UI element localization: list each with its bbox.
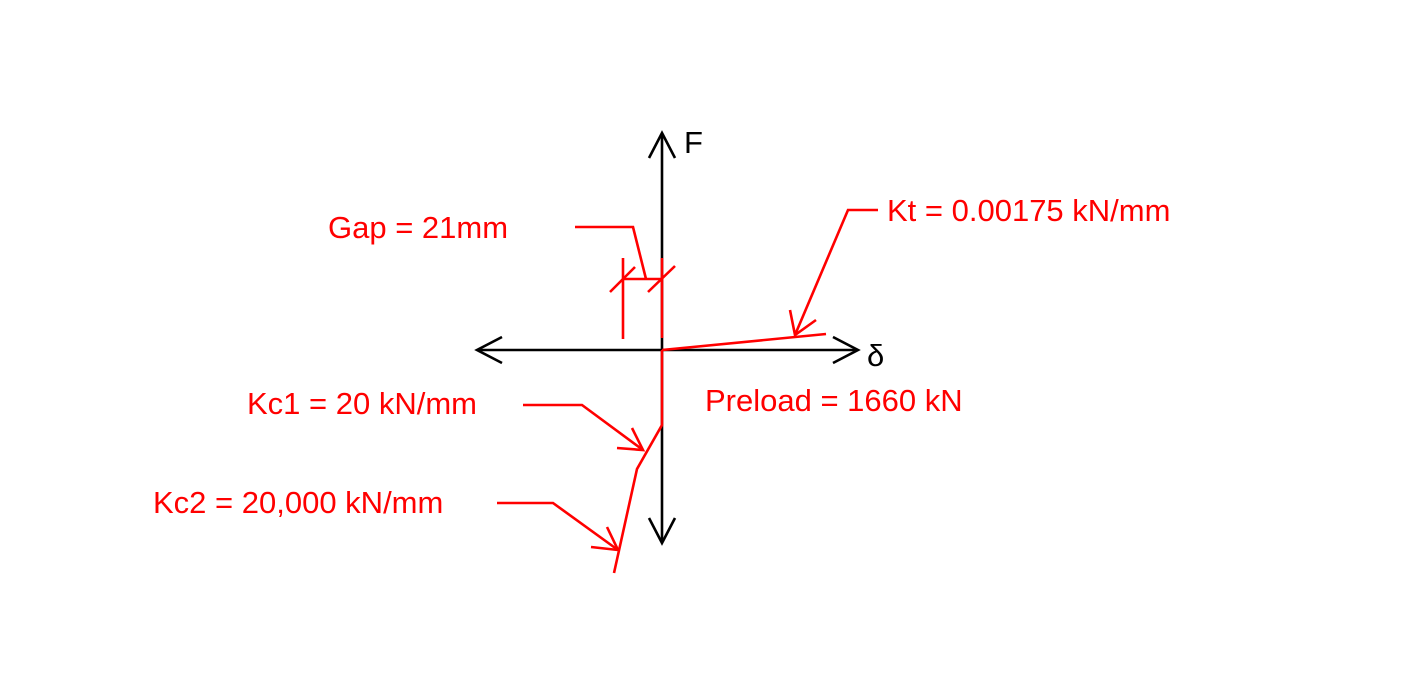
kc1-leader [523,403,644,452]
tension-branch [661,332,827,352]
gap-right-tick [647,265,676,293]
delta-axis-left-arrowhead [474,335,503,365]
kt-annotation: Kt = 0.00175 kN/mm [788,193,1170,338]
kt-leader [793,208,878,336]
kt-arrowhead [788,309,817,338]
delta-axis-right-arrowhead [832,335,861,365]
kc1-arrowhead [616,427,646,452]
kc2-arrowhead [590,526,621,552]
stiffness-curve [612,258,827,574]
kc2-annotation: Kc2 = 20,000 kN/mm [153,485,621,552]
preload-label: Preload = 1660 kN [705,383,963,418]
force-axis-bottom-arrowhead [647,517,677,546]
gap-label: Gap = 21mm [328,210,508,245]
force-axis-label: F [684,125,703,160]
kc2-label: Kc2 = 20,000 kN/mm [153,485,443,520]
gap-leader [575,225,648,280]
gap-dimension: Gap = 21mm [328,210,676,339]
gap-left-tick [609,266,636,293]
delta-axis-label: δ [867,338,884,373]
kc1-label: Kc1 = 20 kN/mm [247,386,477,421]
force-axis-top-arrowhead [647,130,677,159]
compression-branch [612,350,664,574]
kt-label: Kt = 0.00175 kN/mm [887,193,1170,228]
kc1-annotation: Kc1 = 20 kN/mm [247,386,646,452]
kc2-leader [497,501,619,552]
